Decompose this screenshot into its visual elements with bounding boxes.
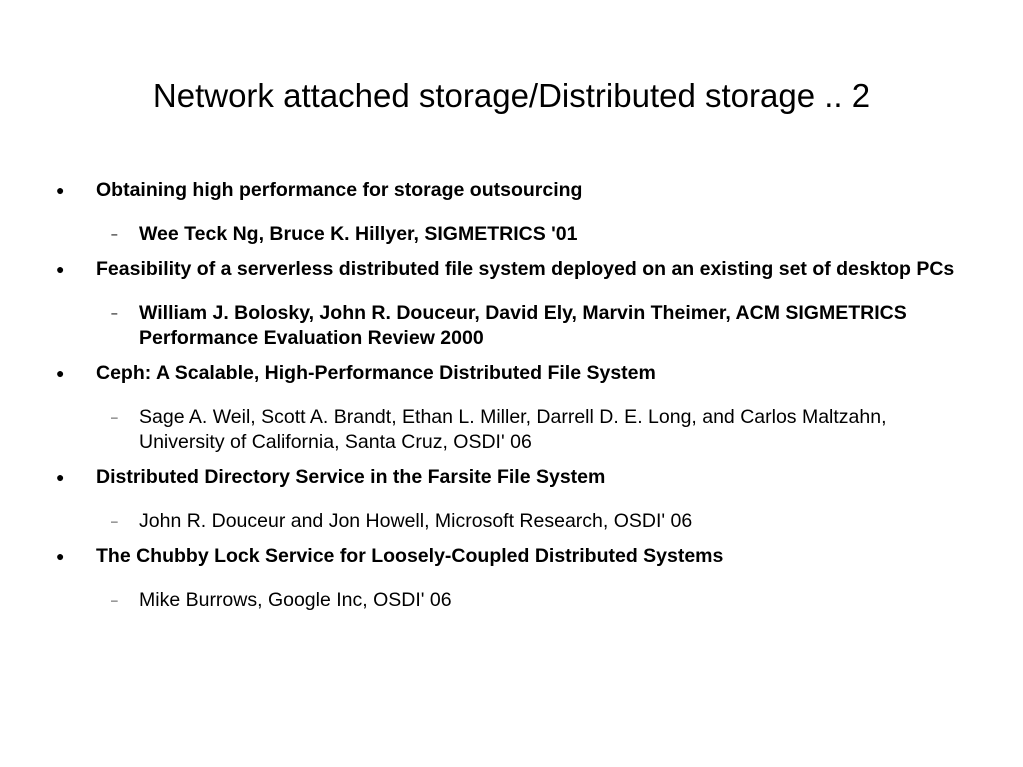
bullet-item: ● Obtaining high performance for storage…	[0, 178, 1023, 203]
bullet-icon: ●	[56, 261, 65, 277]
dash-icon: –	[111, 227, 118, 241]
sub-text: Wee Teck Ng, Bruce K. Hillyer, SIGMETRIC…	[139, 223, 578, 245]
sub-item: – William J. Bolosky, John R. Douceur, D…	[0, 301, 1023, 351]
bullet-icon: ●	[56, 469, 65, 485]
bullet-text: Ceph: A Scalable, High-Performance Distr…	[96, 362, 656, 384]
dash-icon: –	[111, 514, 118, 528]
sub-item: – Sage A. Weil, Scott A. Brandt, Ethan L…	[0, 405, 1023, 455]
sub-item: – Mike Burrows, Google Inc, OSDI' 06	[0, 588, 1023, 613]
bullet-item: ● Ceph: A Scalable, High-Performance Dis…	[0, 361, 1023, 386]
bullet-text: Obtaining high performance for storage o…	[96, 179, 583, 201]
sub-text: Sage A. Weil, Scott A. Brandt, Ethan L. …	[139, 406, 887, 453]
bullet-icon: ●	[56, 182, 65, 198]
dash-icon: –	[111, 306, 118, 320]
dash-icon: –	[111, 593, 118, 607]
slide-title: Network attached storage/Distributed sto…	[152, 77, 871, 114]
sub-text: John R. Douceur and Jon Howell, Microsof…	[139, 510, 693, 532]
bullet-item: ● Distributed Directory Service in the F…	[0, 465, 1023, 490]
bullet-text: Distributed Directory Service in the Far…	[96, 466, 606, 488]
bullet-icon: ●	[56, 365, 65, 381]
bullet-text: Feasibility of a serverless distributed …	[96, 258, 955, 280]
dash-icon: –	[111, 410, 118, 424]
bullet-item: ● Feasibility of a serverless distribute…	[0, 257, 1023, 282]
sub-text: William J. Bolosky, John R. Douceur, Dav…	[139, 302, 907, 349]
slide-content: ● Obtaining high performance for storage…	[0, 178, 1023, 613]
sub-item: – John R. Douceur and Jon Howell, Micros…	[0, 509, 1023, 534]
sub-item: – Wee Teck Ng, Bruce K. Hillyer, SIGMETR…	[0, 222, 1023, 247]
bullet-item: ● The Chubby Lock Service for Loosely-Co…	[0, 544, 1023, 569]
sub-text: Mike Burrows, Google Inc, OSDI' 06	[139, 589, 452, 611]
bullet-icon: ●	[56, 548, 65, 564]
bullet-text: The Chubby Lock Service for Loosely-Coup…	[96, 545, 724, 567]
